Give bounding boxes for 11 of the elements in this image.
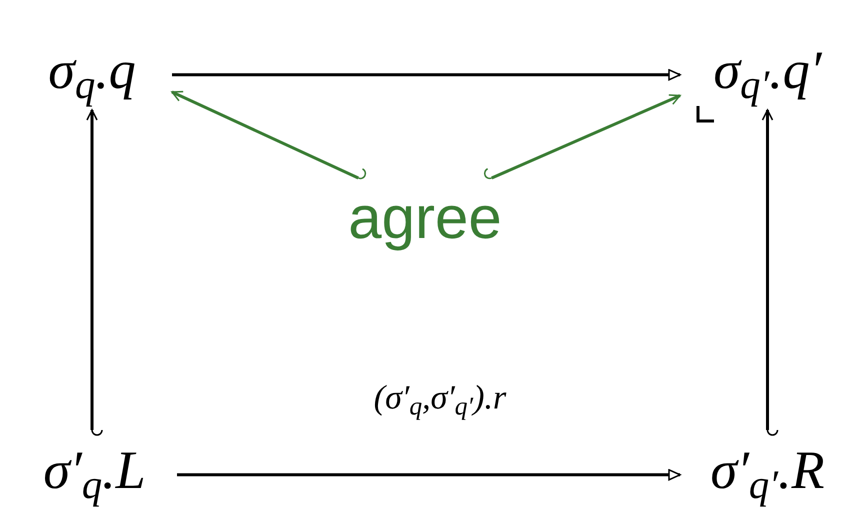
math-object: σ$_{q}$.q — [12, 30, 172, 110]
annotation-label: agree — [310, 178, 540, 258]
arrow — [172, 69, 681, 81]
math-object: σ$_{q′}$.q′ — [680, 30, 855, 110]
arrow — [762, 109, 778, 436]
arrow — [86, 109, 103, 436]
arrow — [171, 90, 366, 180]
arrow — [484, 94, 681, 180]
math-object: σ′$_{q}$.L — [12, 430, 177, 510]
math-object: σ′$_{q′}$.R — [680, 430, 855, 510]
arrow — [177, 469, 681, 481]
